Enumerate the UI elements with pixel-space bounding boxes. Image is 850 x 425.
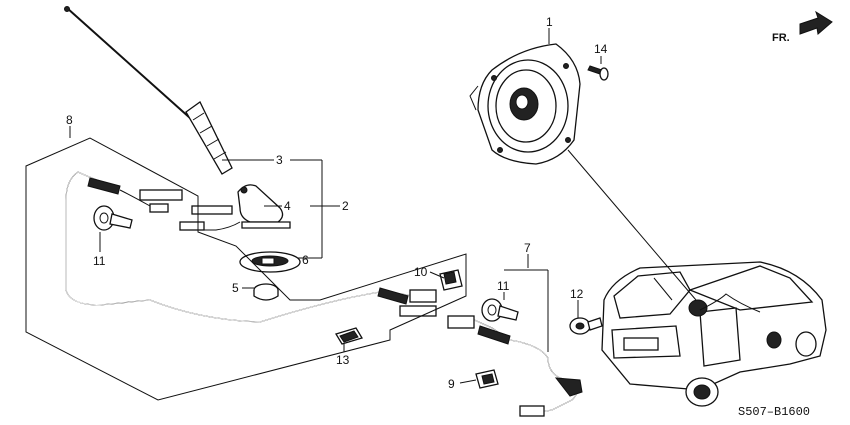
callout-11-left: 11 [93, 254, 106, 268]
callout-numbers: 1 2 3 4 5 6 7 8 9 10 11 11 12 13 14 [66, 15, 608, 391]
front-direction-arrow: FR. [772, 10, 833, 44]
antenna-sub-cable [447, 315, 583, 417]
callout-11-right: 11 [497, 279, 510, 293]
callout-1: 1 [546, 15, 553, 29]
callout-13: 13 [336, 353, 350, 367]
callout-3: 3 [276, 153, 283, 167]
callout-14: 14 [594, 42, 608, 56]
antenna-base [179, 184, 291, 231]
callout-9: 9 [448, 377, 455, 391]
cable-holder [475, 369, 499, 389]
base-gasket [239, 251, 301, 273]
antenna-nut [253, 283, 279, 301]
leader-lines [25, 28, 697, 401]
vehicle-illustration [601, 261, 827, 407]
callout-8: 8 [66, 113, 73, 127]
cable-clamp-right [481, 298, 519, 322]
antenna-rod [64, 6, 233, 175]
callout-2: 2 [342, 199, 349, 213]
callout-6: 6 [302, 253, 309, 267]
cable-clamp-left [93, 205, 133, 231]
rear-speaker [469, 43, 581, 165]
cushion-pad [335, 327, 363, 345]
callout-12: 12 [570, 287, 584, 301]
callout-5: 5 [232, 281, 239, 295]
callout-4: 4 [284, 199, 291, 213]
callout-7: 7 [524, 241, 531, 255]
grommet [569, 317, 603, 335]
antenna-feeder-cable [65, 171, 437, 323]
callout-10: 10 [414, 265, 428, 279]
diagram-code: S507–B1600 [738, 405, 810, 419]
speaker-screw [587, 65, 609, 81]
direction-label: FR. [772, 32, 790, 44]
cable-clip [439, 269, 463, 291]
